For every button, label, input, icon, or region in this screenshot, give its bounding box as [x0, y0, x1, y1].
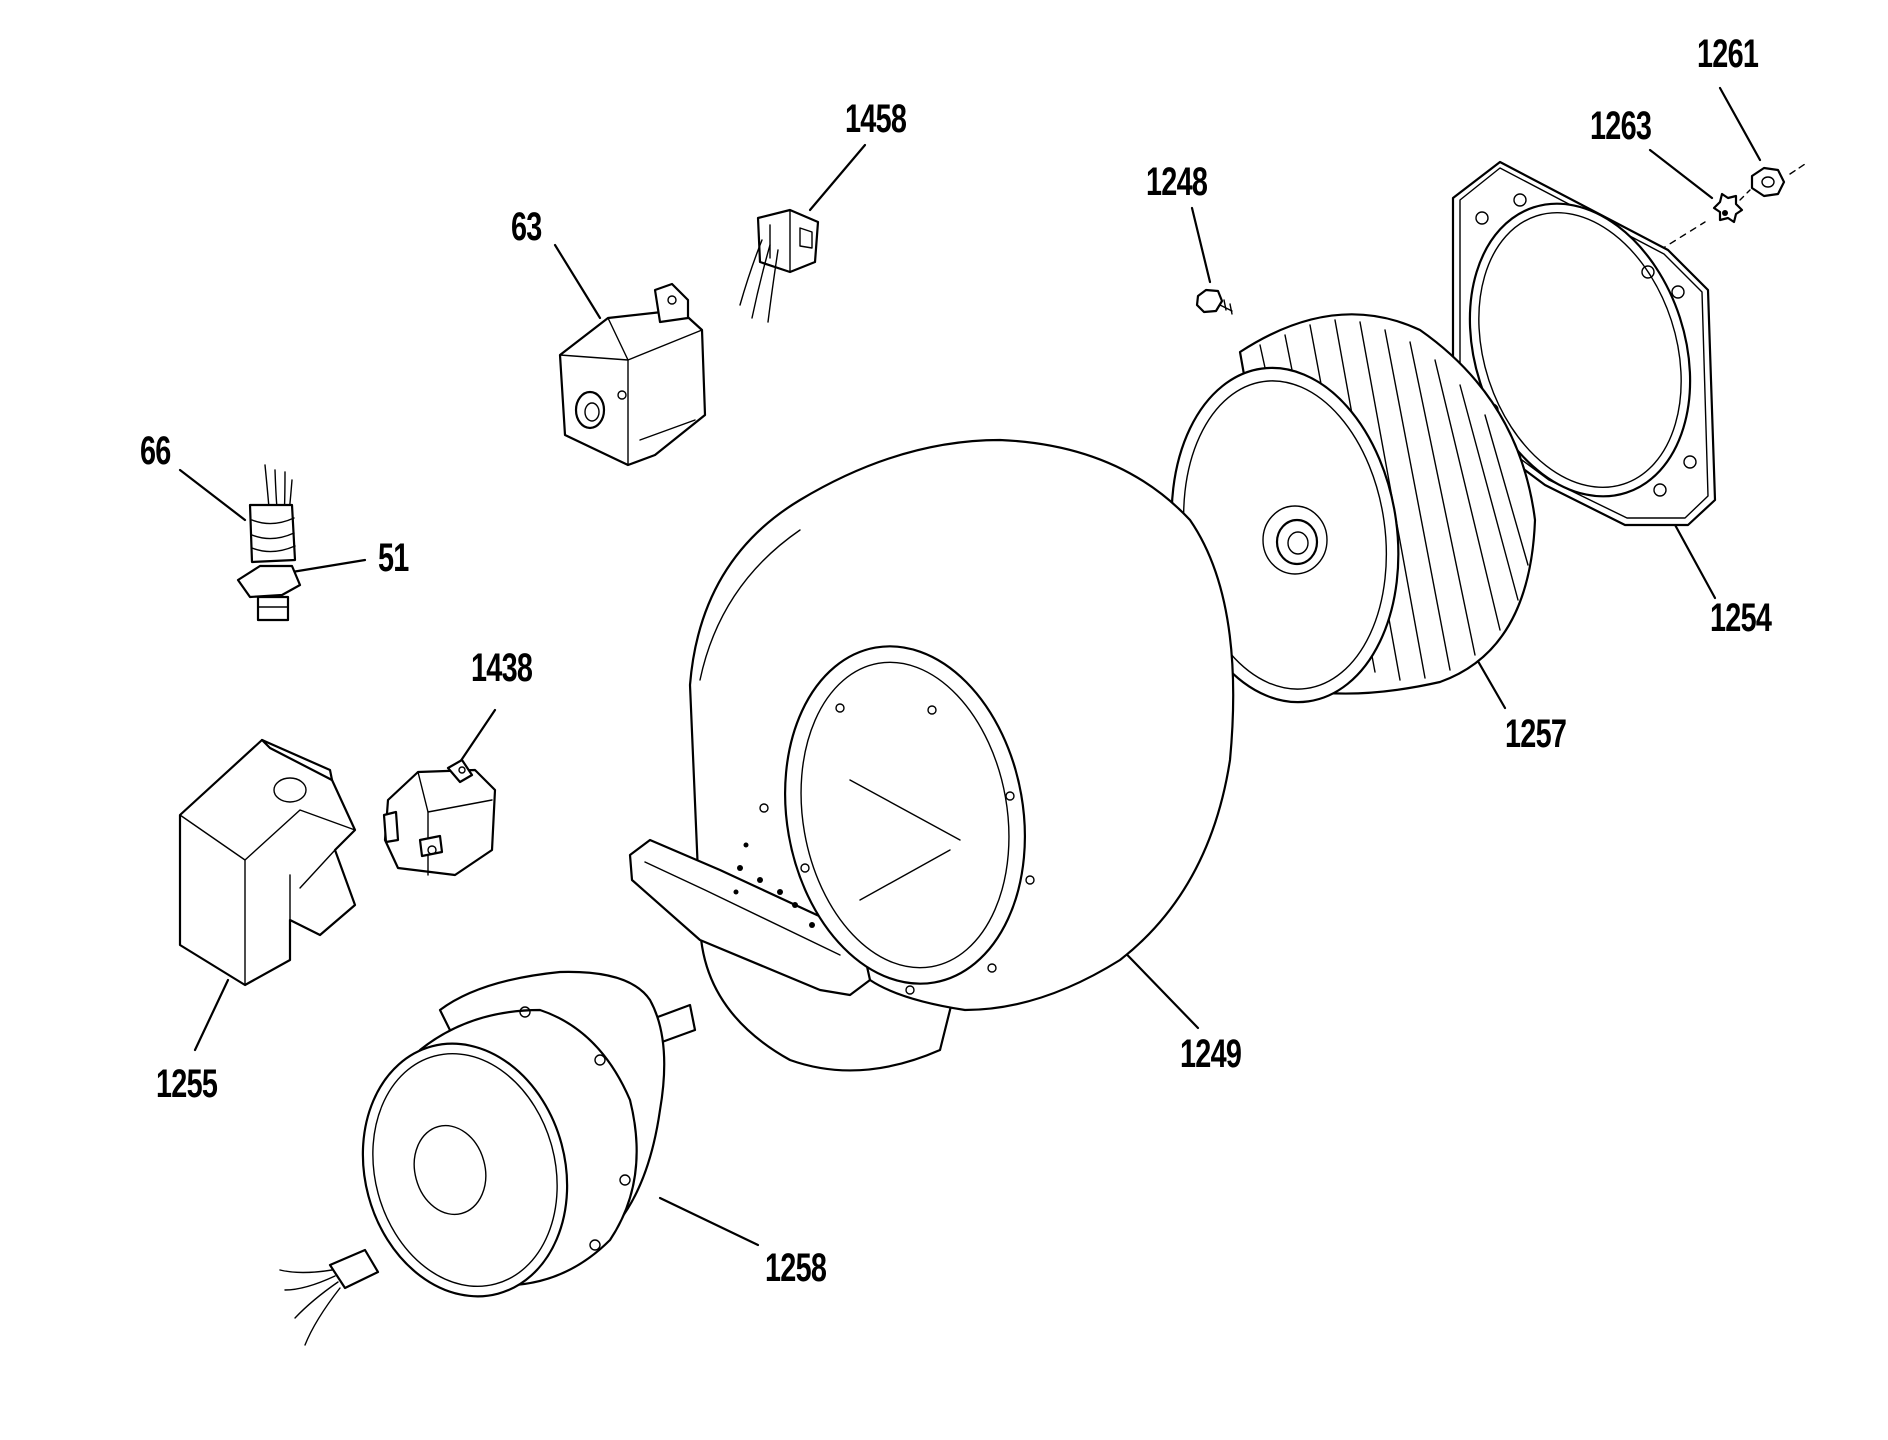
callout-1257: 1257 [1505, 712, 1567, 756]
solenoid-box-63 [558, 282, 707, 467]
mounting-plate-1254 [1451, 160, 1717, 527]
callout-1263: 1263 [1590, 104, 1652, 148]
sensor-66-51 [236, 464, 302, 622]
leader-1258 [658, 1196, 760, 1247]
connector-1458 [739, 208, 820, 323]
leader-66 [178, 468, 247, 522]
nut-1261 [1750, 161, 1809, 198]
washer-1263 [1659, 189, 1751, 251]
callout-1255: 1255 [156, 1062, 218, 1106]
switch-1438 [382, 758, 497, 877]
leader-1438 [456, 708, 497, 767]
blower-housing-1249 [628, 438, 1235, 1072]
callout-1438: 1438 [471, 646, 533, 690]
leader-1254 [1666, 510, 1717, 600]
leader-1261 [1718, 86, 1762, 162]
leader-1255 [193, 978, 230, 1052]
callout-1261: 1261 [1697, 32, 1759, 76]
cover-1255 [178, 738, 357, 987]
callout-1458: 1458 [845, 97, 907, 141]
callout-66: 66 [140, 429, 171, 473]
callout-1254: 1254 [1710, 596, 1772, 640]
screw-1248 [1195, 288, 1233, 315]
leader-1248 [1190, 206, 1212, 284]
callout-1249: 1249 [1180, 1032, 1242, 1076]
callout-63: 63 [511, 205, 542, 249]
callout-1258: 1258 [765, 1246, 827, 1290]
callout-51: 51 [378, 536, 409, 580]
motor-1258 [279, 970, 697, 1346]
leader-1263 [1648, 148, 1714, 200]
leader-1458 [808, 143, 867, 212]
leader-63 [553, 243, 602, 320]
callout-1248: 1248 [1146, 160, 1208, 204]
leader-51 [290, 558, 367, 574]
